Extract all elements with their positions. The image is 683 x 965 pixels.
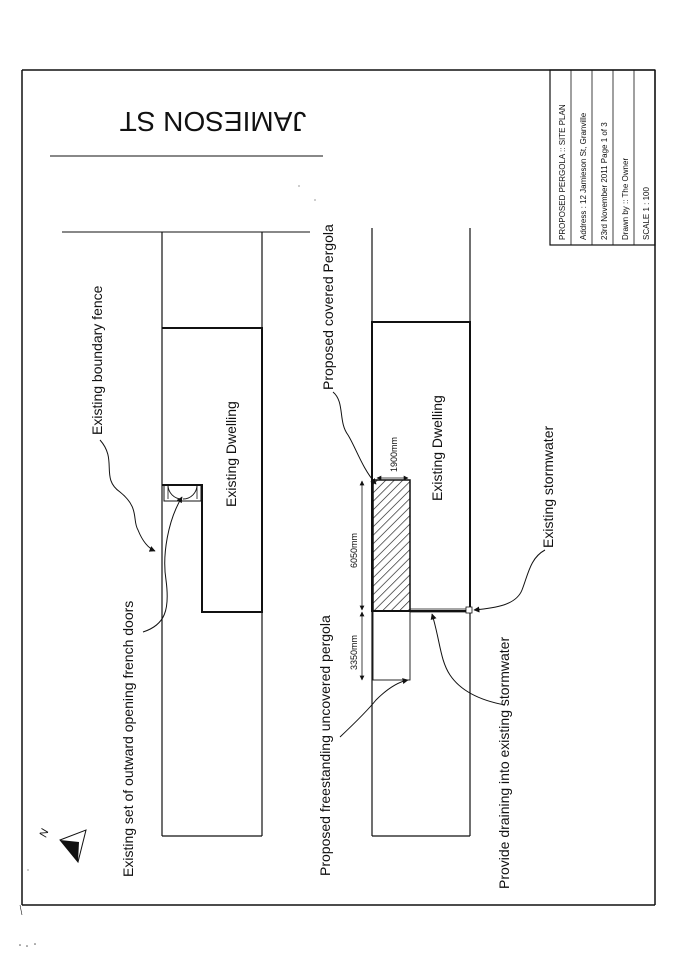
dimension-6050: 6050mm [349,480,365,611]
street-name: JAMIESON ST [120,106,307,137]
title-block: PROPOSED PERGOLA :: SITE PLAN Address : … [549,69,656,246]
title-block-drawn-by: Drawn by :: The Owner [621,158,630,240]
leader-lines [99,391,546,738]
french-doors-symbol [163,484,202,502]
scan-specks [19,185,316,947]
lower-dwelling-outline [371,321,471,612]
dim-3350-text: 3350mm [349,635,359,670]
label-proposed-covered-pergola: Proposed covered Pergola [320,224,336,390]
north-arrow-icon: N [38,827,87,864]
dim-1900-text: 1900mm [389,437,399,472]
north-label: N [38,827,52,839]
label-proposed-uncovered-pergola: Proposed freestanding uncovered pergola [317,615,333,876]
title-block-date-page: 23rd November 2011 Page 1 of 3 [600,122,609,240]
lower-lot [371,228,473,837]
label-existing-dwelling-lower: Existing Dwelling [429,395,445,501]
upper-dwelling-outline [162,327,263,613]
title-block-address: Address : 12 Jamieson St, Granville [579,112,588,240]
label-existing-stormwater: Existing stormwater [540,426,556,548]
dimension-1900: 1900mm [376,437,409,481]
title-block-project: PROPOSED PERGOLA :: SITE PLAN [558,104,567,240]
label-boundary-fence: Existing boundary fence [89,285,105,435]
label-existing-dwelling-upper: Existing Dwelling [223,401,239,507]
covered-pergola [372,479,411,612]
label-provide-draining: Provide draining into existing stormwate… [496,637,512,889]
dim-6050-text: 6050mm [349,533,359,568]
upper-lot [62,231,310,837]
stormwater-pit [465,606,473,614]
uncovered-pergola [372,610,411,681]
dimension-3350: 3350mm [349,611,365,681]
title-block-scale: SCALE 1 : 100 [642,187,651,240]
label-french-doors: Existing set of outward opening french d… [120,601,136,877]
